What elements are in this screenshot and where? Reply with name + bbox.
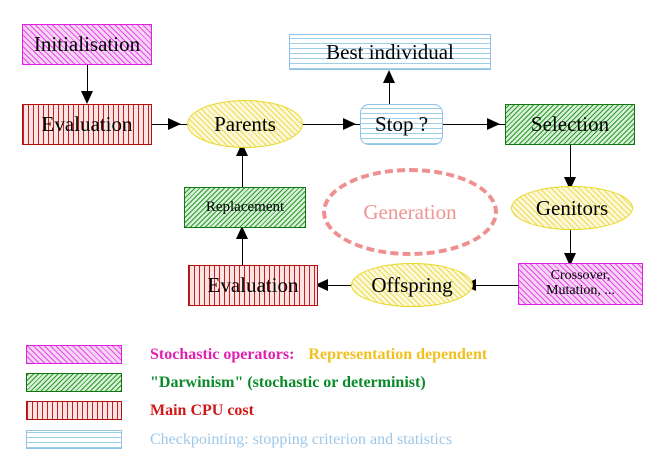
- arrowhead-offspring-evaluation: [315, 279, 328, 291]
- legend-swatch-red-stripe: [26, 401, 122, 420]
- node-variation-label-line2: Mutation, ...: [546, 283, 615, 298]
- arrowhead-parents-stop: [343, 118, 356, 130]
- edge-initialisation-evaluation: [87, 64, 89, 94]
- node-parents[interactable]: Parents: [187, 100, 303, 148]
- node-initialisation-label: Initialisation: [33, 32, 141, 57]
- arrowhead-genitors-variation: [564, 253, 576, 266]
- edge-genitors-variation: [570, 228, 572, 266]
- node-best-individual[interactable]: Best individual: [289, 34, 491, 70]
- node-evaluation-bottom[interactable]: Evaluation: [188, 265, 318, 306]
- node-variation-label-line1: Crossover,: [550, 268, 611, 284]
- edge-offspring-evaluation: [318, 285, 366, 287]
- node-evaluation-top-label: Evaluation: [41, 112, 133, 137]
- node-replacement[interactable]: Replacement: [184, 187, 306, 228]
- node-best-individual-label: Best individual: [326, 39, 454, 64]
- legend-label-representation: Representation dependent: [308, 345, 488, 363]
- node-variation[interactable]: Crossover, Mutation, ...: [518, 263, 643, 305]
- node-offspring-label: Offspring: [371, 272, 453, 297]
- arrowhead-stop-best-individual: [383, 70, 395, 83]
- arrowhead-evaluation-replacement: [236, 226, 248, 239]
- edge-variation-offspring: [466, 285, 518, 287]
- legend-label-darwinism: "Darwinism" (stochastic or determinist): [150, 373, 426, 391]
- edge-replacement-parents: [242, 145, 244, 187]
- arrowhead-initialisation-evaluation: [81, 91, 93, 104]
- legend-row-cpu-cost: Main CPU cost: [26, 401, 254, 420]
- node-stop-label: Stop ?: [374, 112, 429, 137]
- legend-row-darwinism: "Darwinism" (stochastic or determinist): [26, 373, 426, 392]
- node-genitors-label: Genitors: [535, 195, 609, 220]
- legend-swatch-magenta-hatch: [26, 345, 122, 364]
- node-replacement-label: Replacement: [205, 198, 285, 215]
- legend-swatch-green-hatch: [26, 373, 122, 392]
- node-initialisation[interactable]: Initialisation: [22, 24, 152, 65]
- node-selection-label: Selection: [530, 112, 610, 137]
- legend-label-checkpointing: Checkpointing: stopping criterion and st…: [150, 430, 453, 448]
- legend-row-stochastic: Stochastic operators: Representation dep…: [26, 345, 487, 364]
- generation-label: Generation: [363, 199, 457, 224]
- node-stop[interactable]: Stop ?: [360, 104, 443, 145]
- edge-evaluation-replacement: [242, 228, 244, 266]
- legend-row-checkpointing: Checkpointing: stopping criterion and st…: [26, 430, 452, 449]
- node-selection[interactable]: Selection: [505, 104, 635, 145]
- legend-label-cpu-cost: Main CPU cost: [150, 401, 254, 419]
- edge-selection-genitors: [570, 145, 572, 189]
- legend-label-stochastic: Stochastic operators:: [150, 345, 295, 363]
- generation-cycle-ellipse: Generation: [322, 168, 498, 256]
- arrowhead-evaluation-parents: [168, 118, 181, 130]
- edge-stop-selection: [443, 124, 505, 126]
- node-evaluation-bottom-label: Evaluation: [207, 273, 299, 298]
- edge-parents-stop: [303, 124, 361, 126]
- node-evaluation-top[interactable]: Evaluation: [22, 104, 152, 145]
- node-genitors[interactable]: Genitors: [511, 186, 633, 230]
- arrowhead-stop-selection: [487, 118, 500, 130]
- edge-stop-best-individual: [389, 72, 391, 106]
- node-offspring[interactable]: Offspring: [351, 263, 473, 307]
- node-parents-label: Parents: [214, 111, 276, 136]
- legend-swatch-blue-line: [26, 430, 122, 449]
